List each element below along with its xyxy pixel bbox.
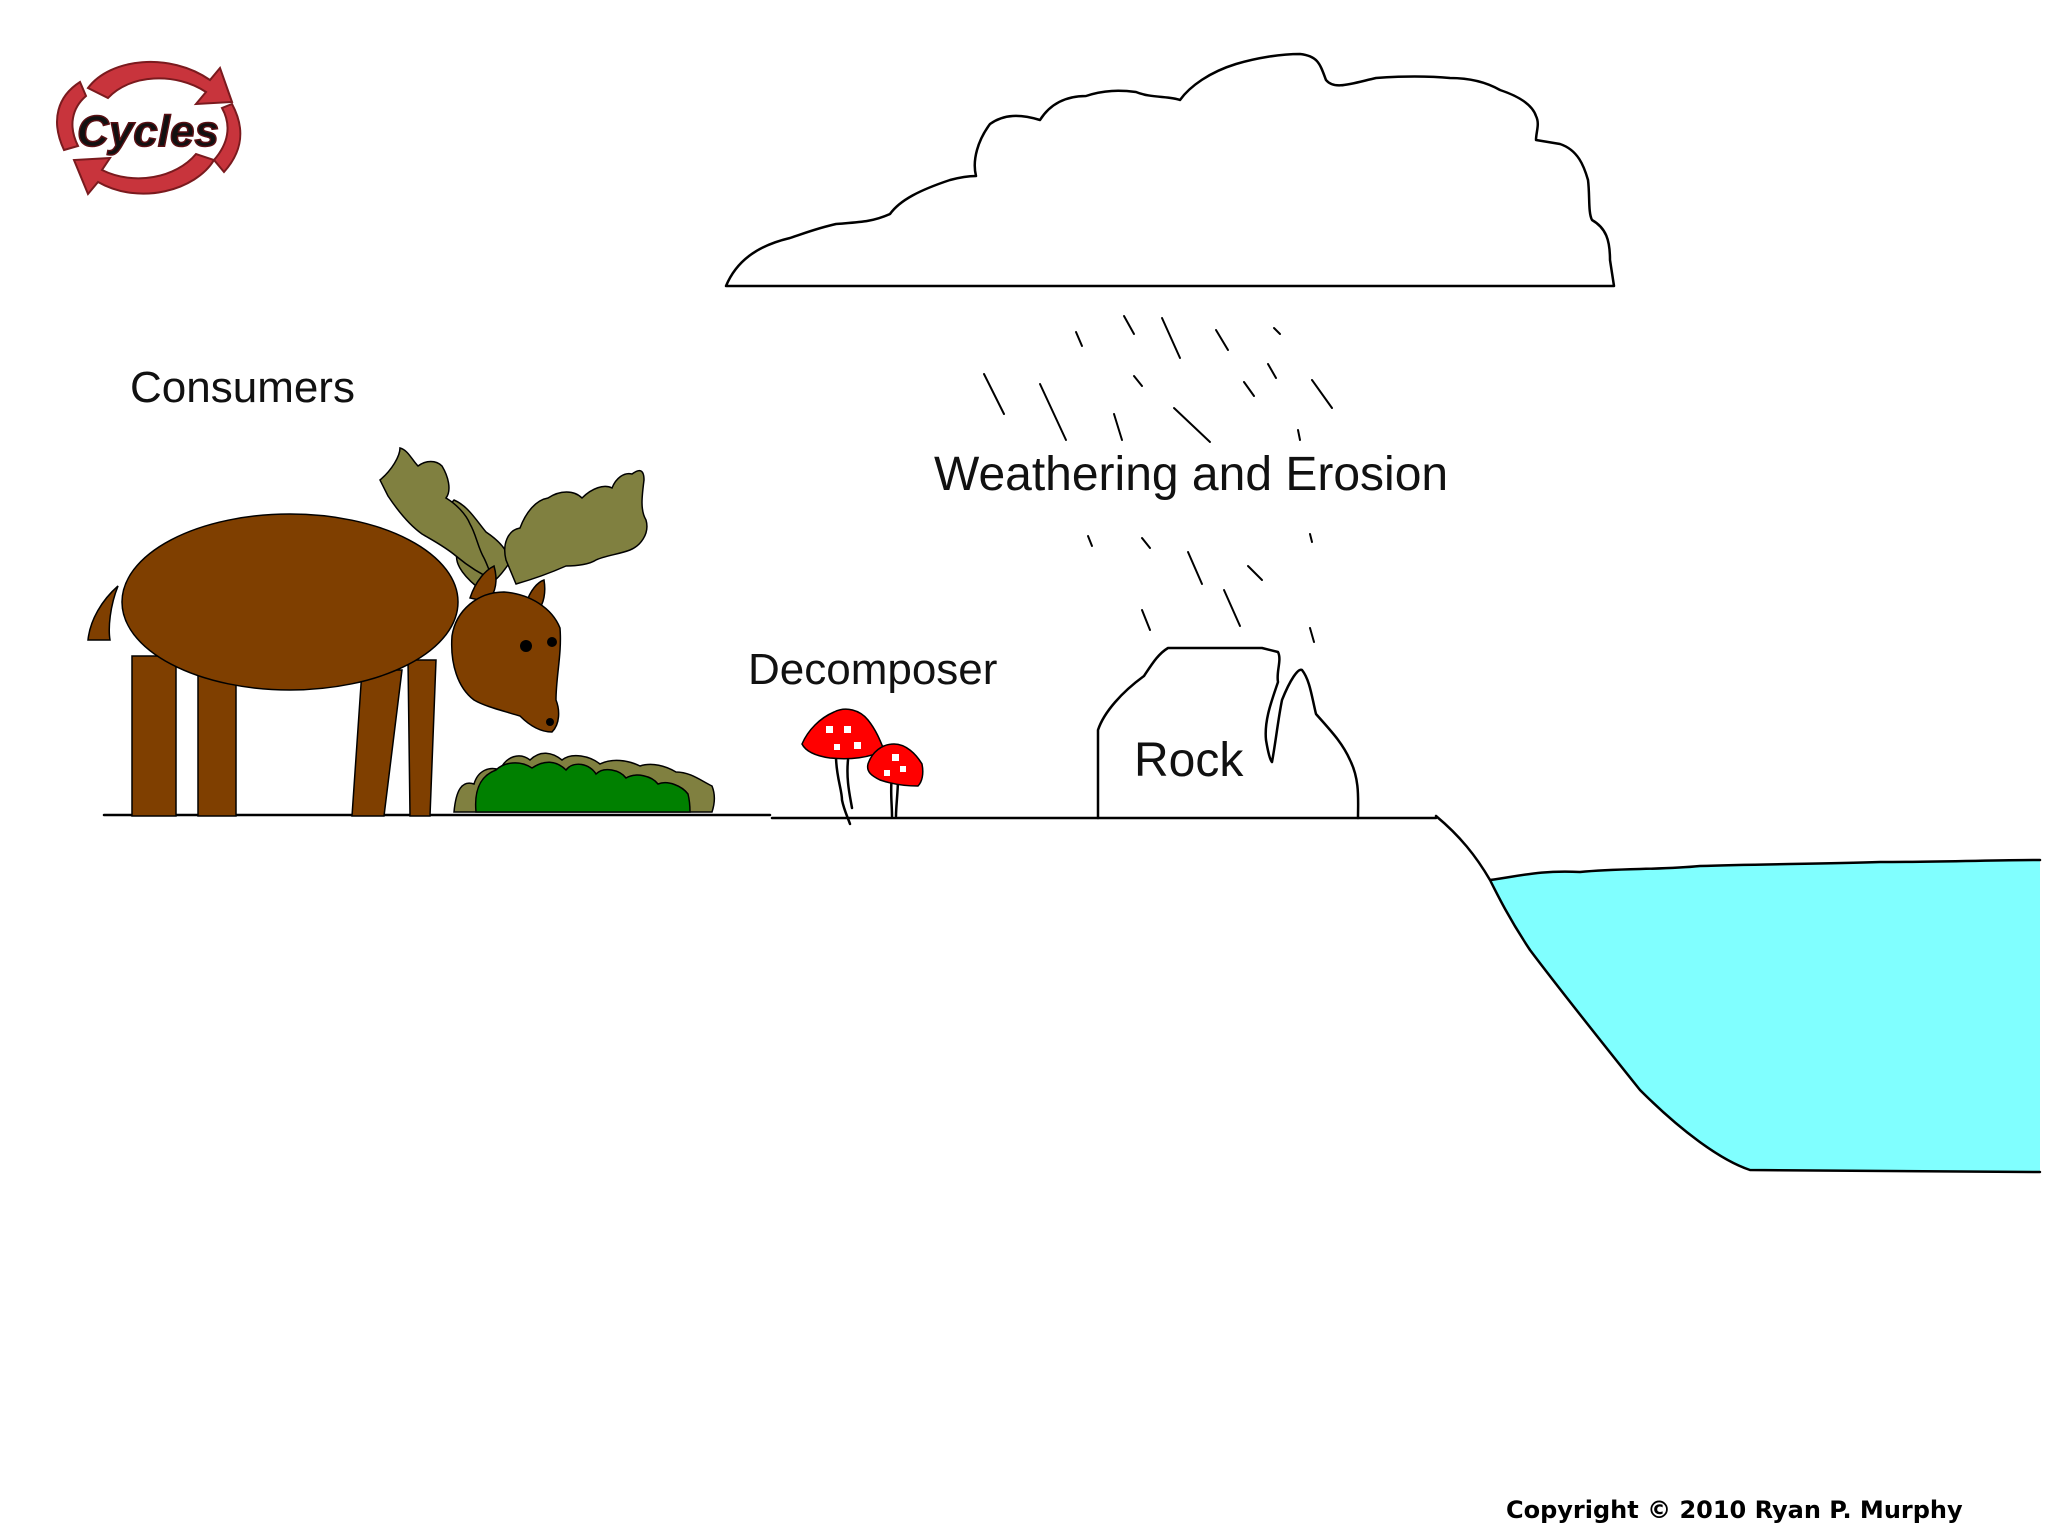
moose-body: [121, 513, 459, 691]
mushrooms: [801, 708, 924, 826]
moose-head: [450, 591, 562, 733]
cycle-arrow-left-icon: [56, 80, 88, 152]
plant: [453, 752, 716, 813]
mushroom-spot: [854, 742, 861, 749]
mushroom-spot: [834, 744, 840, 750]
cycles-logo: Cycles: [56, 60, 242, 196]
mushroom-cap-1: [801, 708, 885, 760]
cycle-arrow-right-icon: [212, 102, 242, 174]
mushroom-spot: [900, 766, 906, 772]
moose-leg-4: [407, 659, 437, 817]
moose-eye-right: [547, 637, 557, 647]
rain: [983, 315, 1333, 643]
mushroom-spot: [884, 770, 890, 776]
moose-leg-3: [351, 669, 403, 817]
label-decomposer: Decomposer: [748, 645, 997, 694]
copyright-notice: Copyright © 2010 Ryan P. Murphy: [1506, 1496, 1963, 1524]
ground-line: [102, 813, 1438, 820]
mushroom-spot: [892, 754, 899, 761]
antler-back: [379, 447, 497, 582]
mushroom-spot: [826, 726, 833, 733]
moose-nostril: [546, 718, 554, 726]
label-weathering-erosion: Weathering and Erosion: [934, 448, 1448, 501]
moose-leg-2: [197, 665, 237, 817]
mushroom-stem-1: [834, 754, 854, 826]
cloud: [724, 52, 1616, 288]
logo-text: Cycles: [77, 107, 219, 156]
label-rock: Rock: [1134, 734, 1244, 787]
cycle-arrow-bottom-icon: [72, 152, 216, 196]
label-consumers: Consumers: [130, 363, 355, 412]
moose-tail: [87, 585, 119, 641]
water-body: [1490, 860, 2040, 1172]
antler-right: [504, 469, 648, 585]
moose: [87, 447, 648, 817]
cycle-arrow-top-icon: [86, 60, 234, 106]
moose-eye-left: [520, 640, 532, 652]
mushroom-cap-2: [866, 743, 924, 787]
moose-leg-1: [131, 655, 177, 817]
shoreline: [1434, 814, 2042, 1174]
mushroom-spot: [844, 726, 851, 733]
rock: [1096, 646, 1360, 820]
